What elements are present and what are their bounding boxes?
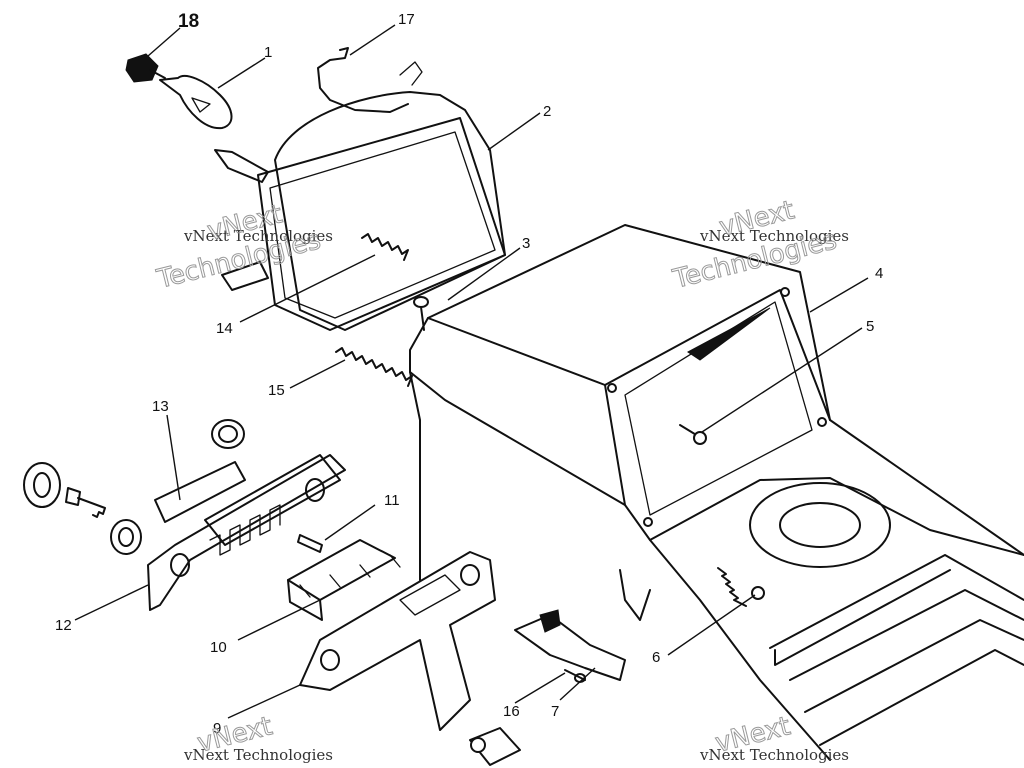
switch-block [287, 539, 401, 621]
ignition-key [23, 462, 106, 518]
headlight-pod [409, 224, 1024, 761]
screw-5 [679, 424, 707, 445]
panel-cover [154, 461, 246, 523]
callout-10: 10 [210, 639, 227, 656]
callout-17: 17 [398, 11, 415, 28]
callout-labels: 18 1 17 2 3 4 5 6 7 16 9 10 11 12 13 14 … [55, 11, 883, 737]
callout-16: 16 [503, 703, 520, 720]
callout-2: 2 [543, 103, 551, 120]
screw-6 [717, 567, 765, 607]
connector [514, 609, 626, 681]
headlight-housing [214, 61, 506, 331]
adjusting-spring-upper [361, 233, 409, 261]
callout-15: 15 [268, 382, 285, 399]
watermark-text: vNext Technologies [183, 227, 333, 245]
leader-lines [74, 24, 869, 719]
callout-9: 9 [213, 720, 221, 737]
switch-bracket [147, 454, 346, 611]
callout-7: 7 [551, 703, 559, 720]
indicator-bulb [469, 727, 521, 766]
bulb-socket [125, 53, 166, 83]
callout-12: 12 [55, 617, 72, 634]
callout-5: 5 [866, 318, 874, 335]
wire-clip [317, 47, 409, 113]
callout-1: 1 [264, 44, 272, 61]
ignition-lock-nut [110, 519, 142, 555]
watermark-text: vNext Technologies [183, 746, 333, 764]
watermark-text: vNext Technologies [699, 227, 849, 245]
callout-11: 11 [384, 492, 400, 509]
bulb [159, 75, 233, 130]
adjusting-spring-lower [335, 347, 413, 387]
screw-3 [413, 296, 429, 331]
grommet [211, 419, 245, 449]
watermark-text: vNext Technologies [699, 746, 849, 764]
callout-6: 6 [652, 649, 660, 666]
callout-18: 18 [178, 11, 199, 32]
callout-3: 3 [522, 235, 530, 252]
callout-4: 4 [875, 265, 883, 282]
callout-14: 14 [216, 320, 233, 337]
mounting-bracket [299, 551, 496, 731]
pin-11 [297, 534, 323, 553]
callout-13: 13 [152, 398, 169, 415]
